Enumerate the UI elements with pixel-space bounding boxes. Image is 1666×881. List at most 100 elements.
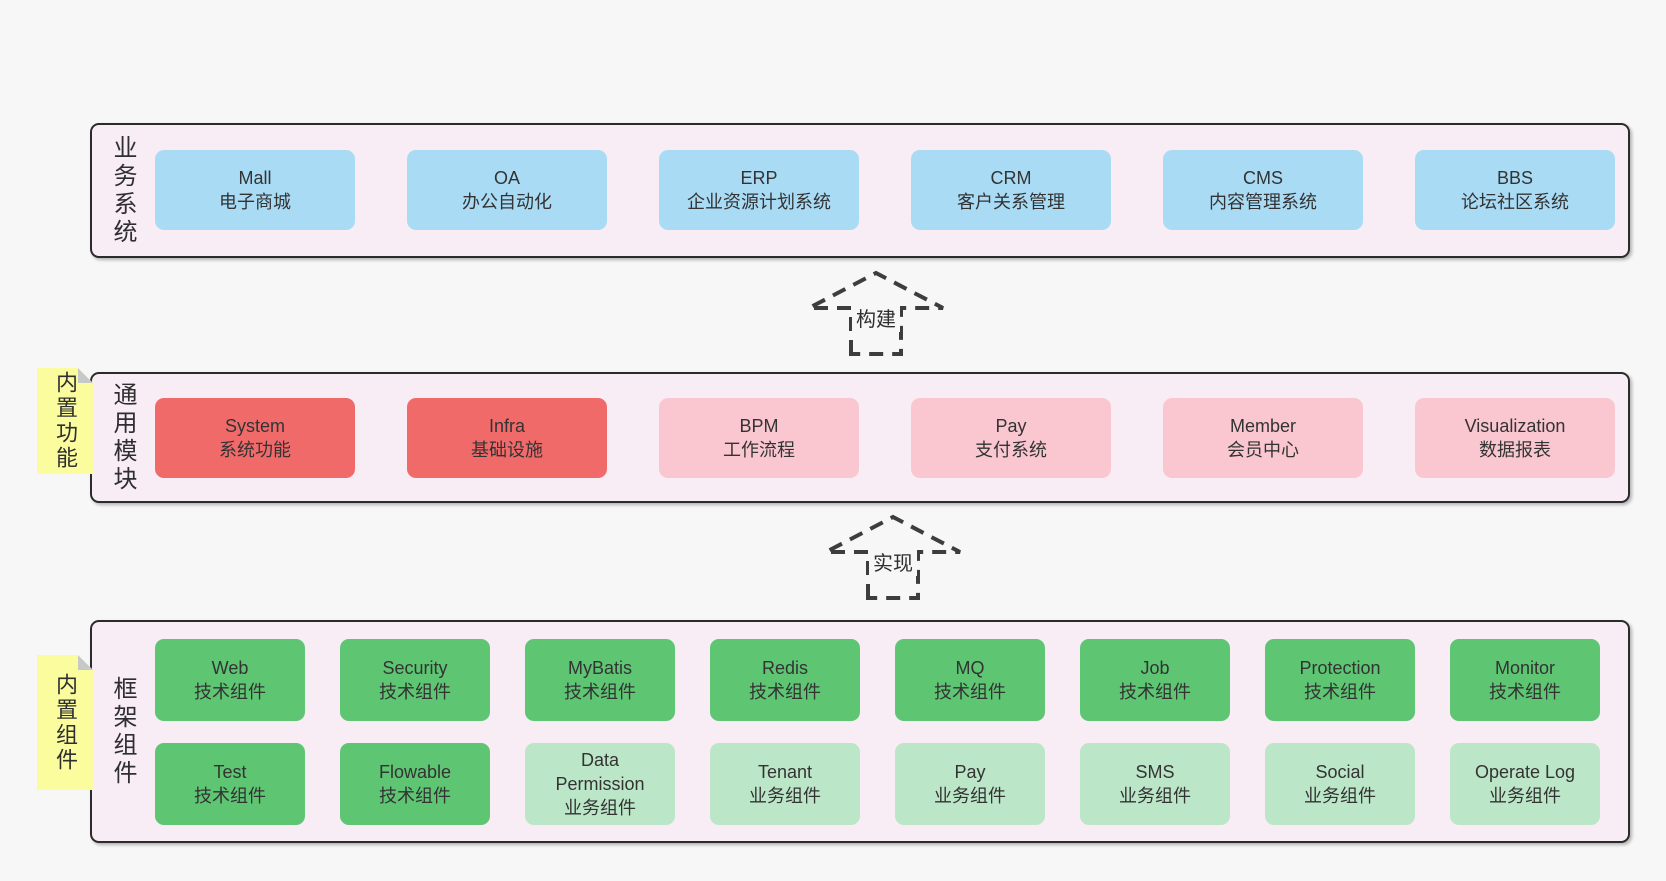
box-subtitle: 技术组件 xyxy=(379,786,451,806)
box-title: CMS xyxy=(1243,168,1283,188)
box-subtitle: 技术组件 xyxy=(934,682,1006,702)
band-label-framework-components: 框架组件 xyxy=(109,675,136,788)
box-title: Operate Log xyxy=(1474,762,1576,782)
box-title: OA xyxy=(493,168,520,188)
box-subtitle: 数据报表 xyxy=(1479,440,1551,460)
box-title: Data Permission xyxy=(555,750,645,794)
box-title: ERP xyxy=(740,168,778,188)
box-bbs: BBS 论坛社区系统 xyxy=(1415,150,1615,230)
box-monitor: Monitor 技术组件 xyxy=(1450,639,1600,721)
arrow-implement-label: 实现 xyxy=(869,547,917,576)
box-erp: ERP 企业资源计划系统 xyxy=(659,150,859,230)
sticky-built-in-components: 内置组件 xyxy=(37,655,93,790)
box-title: Pay xyxy=(954,762,986,782)
box-cms: CMS 内容管理系统 xyxy=(1163,150,1363,230)
box-subtitle: 技术组件 xyxy=(564,682,636,702)
box-web: Web 技术组件 xyxy=(155,639,305,721)
box-title: Mall xyxy=(238,168,272,188)
box-subtitle: 基础设施 xyxy=(471,440,543,460)
box-subtitle: 企业资源计划系统 xyxy=(687,192,831,212)
band-business-systems: 业务系统 Mall 电子商城 OA 办公自动化 ERP 企业资源计划系统 CRM… xyxy=(90,123,1630,258)
box-title: Security xyxy=(382,658,448,678)
box-security: Security 技术组件 xyxy=(340,639,490,721)
business-systems-row: Mall 电子商城 OA 办公自动化 ERP 企业资源计划系统 CRM 客户关系… xyxy=(155,150,1615,230)
framework-components-row-1: Web 技术组件 Security 技术组件 MyBatis 技术组件 Redi… xyxy=(155,639,1600,721)
box-title: SMS xyxy=(1135,762,1175,782)
box-job: Job 技术组件 xyxy=(1080,639,1230,721)
up-arrow-icon xyxy=(825,514,961,600)
box-title: Monitor xyxy=(1494,658,1556,678)
box-subtitle: 业务组件 xyxy=(1119,786,1191,806)
box-subtitle: 技术组件 xyxy=(194,786,266,806)
box-title: Protection xyxy=(1299,658,1381,678)
band-label-common-modules: 通用模块 xyxy=(109,381,136,494)
box-oa: OA 办公自动化 xyxy=(407,150,607,230)
box-subtitle: 论坛社区系统 xyxy=(1461,192,1569,212)
box-subtitle: 业务组件 xyxy=(1489,786,1561,806)
box-flowable: Flowable 技术组件 xyxy=(340,743,490,825)
sticky-built-in-components-label: 内置组件 xyxy=(53,672,78,773)
box-title: Redis xyxy=(761,658,809,678)
box-mq: MQ 技术组件 xyxy=(895,639,1045,721)
box-subtitle: 技术组件 xyxy=(379,682,451,702)
box-redis: Redis 技术组件 xyxy=(710,639,860,721)
box-operate-log: Operate Log 业务组件 xyxy=(1450,743,1600,825)
box-title: Web xyxy=(211,658,249,678)
box-title: MQ xyxy=(955,658,985,678)
band-label-business-systems: 业务系统 xyxy=(109,134,136,247)
arrow-build: 构建 xyxy=(806,270,946,356)
box-mybatis: MyBatis 技术组件 xyxy=(525,639,675,721)
box-test: Test 技术组件 xyxy=(155,743,305,825)
box-sms: SMS 业务组件 xyxy=(1080,743,1230,825)
box-subtitle: 技术组件 xyxy=(749,682,821,702)
box-visualization: Visualization 数据报表 xyxy=(1415,398,1615,478)
box-subtitle: 技术组件 xyxy=(1119,682,1191,702)
box-protection: Protection 技术组件 xyxy=(1265,639,1415,721)
sticky-built-in-features: 内置功能 xyxy=(37,368,93,474)
box-title: Visualization xyxy=(1464,416,1566,436)
box-bpm: BPM 工作流程 xyxy=(659,398,859,478)
box-subtitle: 业务组件 xyxy=(1304,786,1376,806)
box-tenant: Tenant 业务组件 xyxy=(710,743,860,825)
box-subtitle: 业务组件 xyxy=(934,786,1006,806)
box-pay-component: Pay 业务组件 xyxy=(895,743,1045,825)
box-subtitle: 办公自动化 xyxy=(462,192,552,212)
box-subtitle: 技术组件 xyxy=(1489,682,1561,702)
box-subtitle: 业务组件 xyxy=(564,798,636,818)
box-crm: CRM 客户关系管理 xyxy=(911,150,1111,230)
box-subtitle: 客户关系管理 xyxy=(957,192,1065,212)
box-title: Infra xyxy=(488,416,526,436)
box-member: Member 会员中心 xyxy=(1163,398,1363,478)
box-pay: Pay 支付系统 xyxy=(911,398,1111,478)
box-title: MyBatis xyxy=(567,658,632,678)
up-arrow-icon xyxy=(808,270,944,356)
box-subtitle: 内容管理系统 xyxy=(1209,192,1317,212)
sticky-built-in-features-label: 内置功能 xyxy=(53,371,78,471)
box-subtitle: 支付系统 xyxy=(975,440,1047,460)
box-title: Member xyxy=(1229,416,1296,436)
box-subtitle: 系统功能 xyxy=(219,440,291,460)
arrow-build-label: 构建 xyxy=(852,303,900,332)
common-modules-row: System 系统功能 Infra 基础设施 BPM 工作流程 Pay 支付系统… xyxy=(155,398,1615,478)
arrow-implement: 实现 xyxy=(823,514,963,600)
box-title: BPM xyxy=(739,416,779,436)
band-common-modules: 通用模块 System 系统功能 Infra 基础设施 BPM 工作流程 Pay… xyxy=(90,372,1630,503)
box-subtitle: 工作流程 xyxy=(723,440,795,460)
box-infra: Infra 基础设施 xyxy=(407,398,607,478)
box-title: Test xyxy=(213,762,247,782)
box-title: Pay xyxy=(995,416,1027,436)
box-social: Social 业务组件 xyxy=(1265,743,1415,825)
box-data-permission: Data Permission 业务组件 xyxy=(525,743,675,825)
box-title: Job xyxy=(1140,658,1170,678)
box-title: Flowable xyxy=(378,762,452,782)
band-framework-components: 框架组件 Web 技术组件 Security 技术组件 MyBatis 技术组件… xyxy=(90,620,1630,843)
box-subtitle: 电子商城 xyxy=(219,192,291,212)
box-subtitle: 业务组件 xyxy=(749,786,821,806)
box-subtitle: 会员中心 xyxy=(1227,440,1299,460)
box-title: CRM xyxy=(990,168,1032,188)
box-mall: Mall 电子商城 xyxy=(155,150,355,230)
box-title: BBS xyxy=(1496,168,1534,188)
box-title: System xyxy=(224,416,285,436)
box-system: System 系统功能 xyxy=(155,398,355,478)
box-subtitle: 技术组件 xyxy=(194,682,266,702)
